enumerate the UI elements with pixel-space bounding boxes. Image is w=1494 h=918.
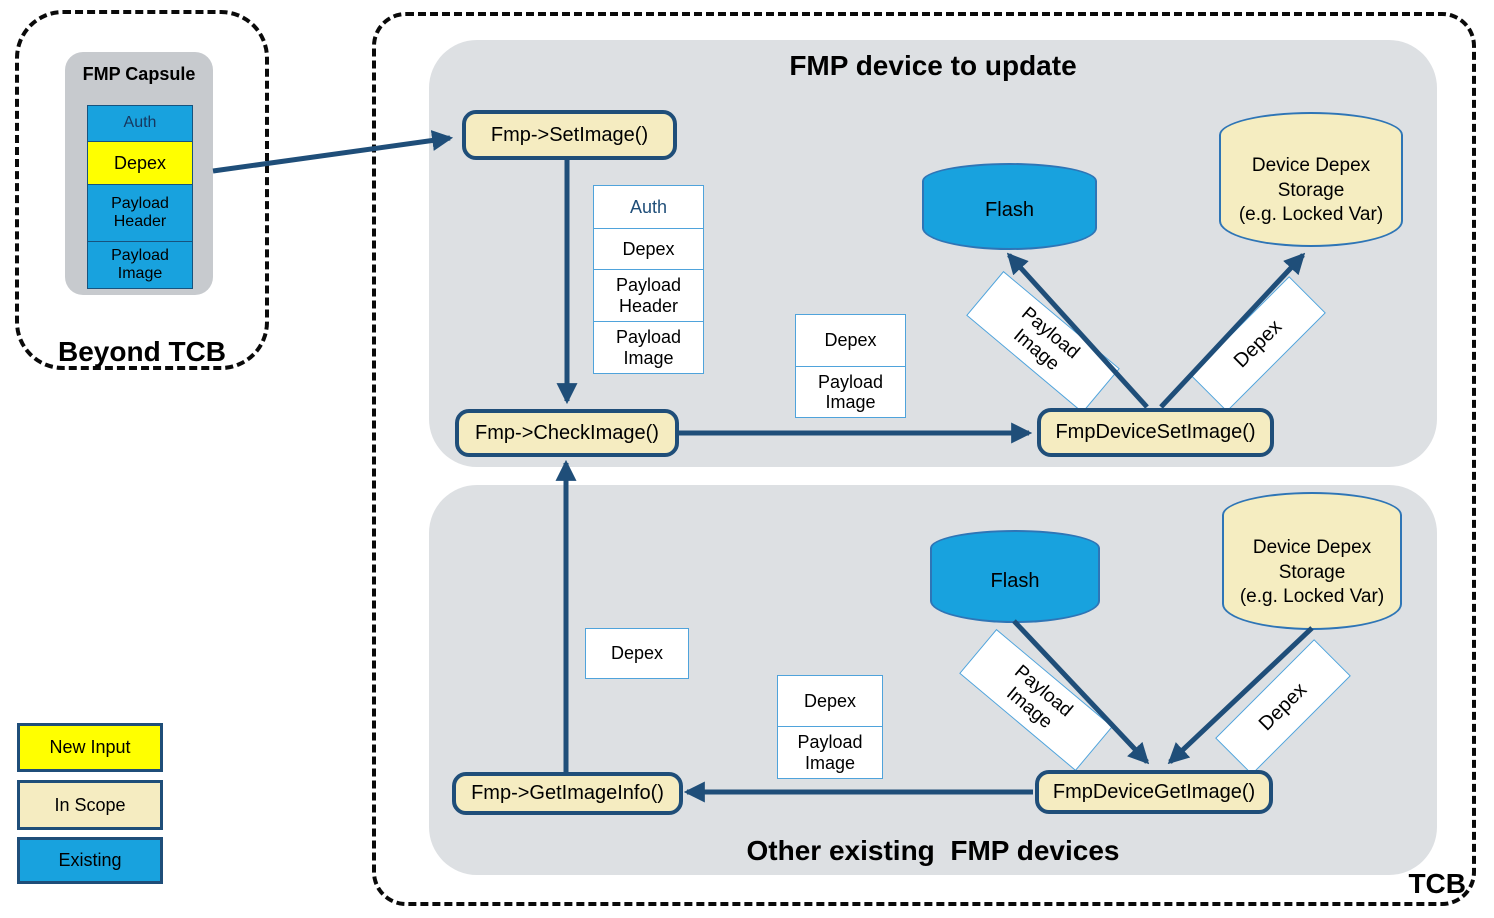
stack-cell-depex: Depex: [594, 228, 703, 269]
legend-new-input: New Input: [17, 723, 163, 772]
capsule-cell-payload-header: Payload Header: [88, 184, 192, 241]
beyond-tcb-label: Beyond TCB: [58, 336, 226, 367]
check-image-node: Fmp->CheckImage(): [455, 409, 679, 457]
beyond-tcb-boundary: [15, 10, 269, 370]
tcb-boundary: [372, 12, 1476, 906]
bottom-panel-title: Other existing FMP devices: [746, 835, 1120, 866]
device-depex-storage-top: Device Depex Storage (e.g. Locked Var): [1219, 112, 1403, 247]
fmp-device-set-image-node: FmpDeviceSetImage(): [1037, 408, 1274, 457]
flash-cylinder-top: Flash: [922, 163, 1097, 250]
bottom-param-stack: Depex Payload Image: [777, 675, 883, 779]
stack-cell-payload-image: Payload Image: [594, 321, 703, 373]
stack-cell-payload-header: Payload Header: [594, 269, 703, 321]
legend-existing: Existing: [17, 837, 163, 884]
capsule-cell-auth: Auth: [88, 106, 192, 141]
fmp-capsule-title: FMP Capsule: [82, 64, 196, 84]
flash-label-bottom: Flash: [990, 570, 1040, 592]
fmp-capsule-stack: Auth Depex Payload Header Payload Image: [87, 105, 193, 289]
panel-fmp-device-to-update: [429, 40, 1437, 467]
storage-label-top: Device Depex Storage (e.g. Locked Var): [1238, 155, 1384, 226]
top-capsule-content-stack: Auth Depex Payload Header Payload Image: [593, 185, 704, 374]
legend-in-scope: In Scope: [17, 780, 163, 830]
param-cell-depex: Depex: [778, 676, 882, 726]
storage-label-bottom: Device Depex Storage (e.g. Locked Var): [1239, 537, 1385, 608]
fmp-capsule: FMP Capsule Auth Depex Payload Header Pa…: [65, 52, 213, 295]
tcb-label: TCB: [1408, 868, 1466, 899]
param-cell-payload-image: Payload Image: [778, 726, 882, 778]
top-param-stack: Depex Payload Image: [795, 314, 906, 418]
set-image-node: Fmp->SetImage(): [462, 110, 677, 160]
fmp-device-get-image-node: FmpDeviceGetImage(): [1035, 770, 1273, 814]
top-panel-title: FMP device to update: [789, 50, 1077, 81]
device-depex-storage-bottom: Device Depex Storage (e.g. Locked Var): [1222, 492, 1402, 630]
flash-cylinder-bottom: Flash: [930, 530, 1100, 623]
stack-cell-auth: Auth: [594, 186, 703, 228]
flash-label-top: Flash: [985, 199, 1034, 221]
capsule-cell-payload-image: Payload Image: [88, 241, 192, 288]
param-cell-depex: Depex: [796, 315, 905, 366]
param-cell-payload-image: Payload Image: [796, 366, 905, 417]
get-image-info-node: Fmp->GetImageInfo(): [452, 772, 683, 815]
bottom-depex-box: Depex: [585, 628, 689, 679]
capsule-cell-depex: Depex: [88, 141, 192, 184]
